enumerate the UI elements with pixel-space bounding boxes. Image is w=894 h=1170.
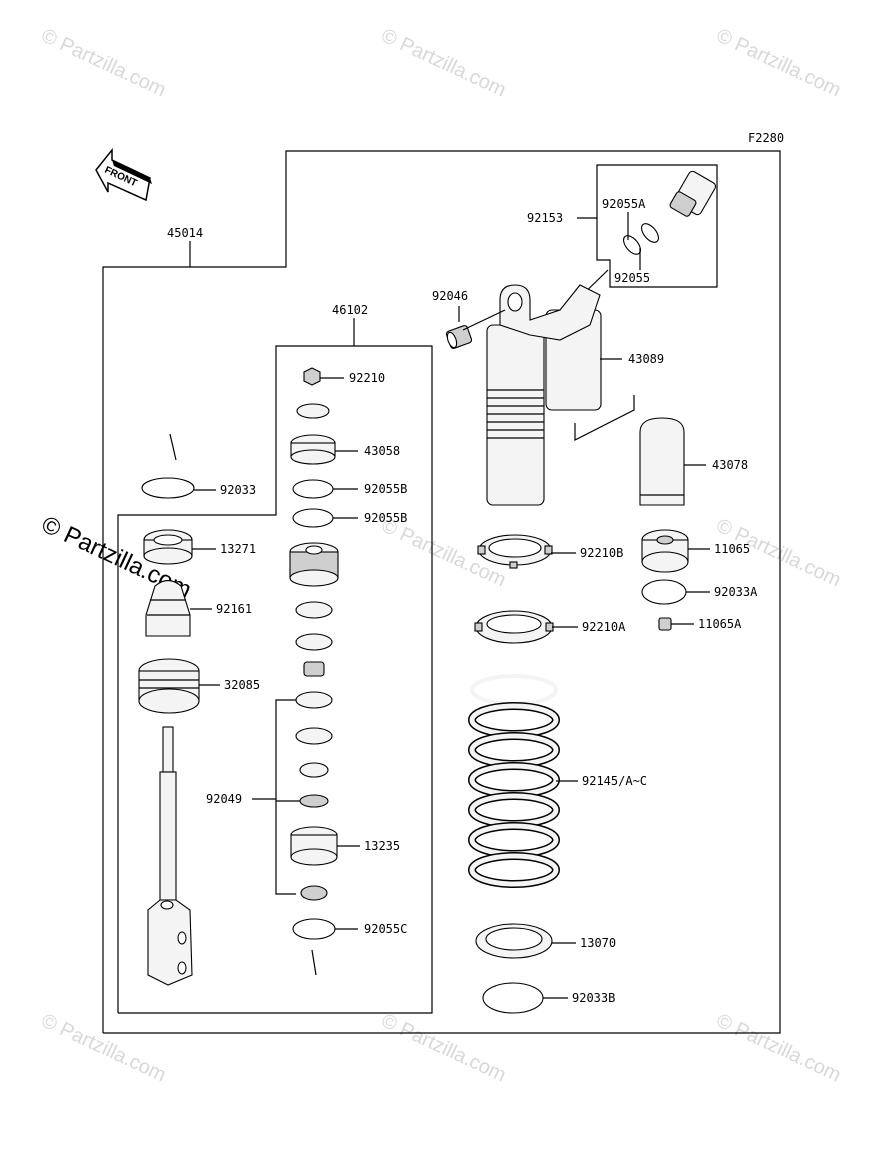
part-label-13070: 13070 (580, 936, 616, 950)
part-label-43089: 43089 (628, 352, 664, 366)
part-label-92046: 92046 (432, 289, 468, 303)
shock-body-43089 (486, 284, 602, 506)
spring-seat-13070 (475, 923, 553, 959)
part-label-32085: 32085 (224, 678, 260, 692)
bushing-92046 (445, 325, 473, 349)
circlip-92033A (641, 579, 687, 605)
collar-43058 (290, 434, 336, 465)
circlip-92033B (482, 982, 544, 1014)
part-label-92153: 92153 (527, 211, 563, 225)
coil-spring-92145 (468, 674, 560, 888)
part-label-92055A: 92055A (602, 197, 646, 211)
cap-11065A (658, 617, 672, 631)
part-label-92055C: 92055C (364, 922, 407, 936)
watermark-text: © Partzilla.com (378, 1010, 509, 1087)
part-label-43058: 43058 (364, 444, 400, 458)
part-label-92033: 92033 (220, 483, 256, 497)
part-label-92210: 92210 (349, 371, 385, 385)
lock-nut-92210A (474, 610, 554, 644)
part-label-43078: 43078 (712, 458, 748, 472)
oring-92055B-1 (292, 479, 334, 499)
part-label-92161: 92161 (216, 602, 252, 616)
valve-group-frame (596, 164, 718, 288)
cover-32085 (138, 658, 200, 714)
reservoir-cap-43078 (639, 417, 685, 506)
part-label-92049: 92049 (206, 792, 242, 806)
part-label-92033A: 92033A (714, 585, 758, 599)
part-label-46102: 46102 (332, 303, 368, 317)
oring-92055 (641, 223, 659, 243)
leader-43078-group (574, 395, 635, 441)
watermark-text: © Partzilla.com (713, 25, 844, 102)
seal-92049-2 (299, 794, 329, 808)
part-label-92055: 92055 (614, 271, 650, 285)
part-label-11065: 11065 (714, 542, 750, 556)
part-label-13235: 13235 (364, 839, 400, 853)
rod-guide-13235 (290, 826, 338, 866)
part-label-11065A: 11065A (698, 617, 742, 631)
bump-rubber-13271 (143, 529, 193, 565)
front-arrow-icon: FRONT (95, 147, 152, 202)
watermark-text: © Partzilla.com (38, 1010, 169, 1087)
watermark-text: © Partzilla.com (378, 25, 509, 102)
nut-92210 (303, 367, 321, 386)
part-label-45014: 45014 (167, 226, 203, 240)
watermark-text: © Partzilla.com (38, 25, 169, 102)
part-label-92033B: 92033B (572, 991, 615, 1005)
part-label-92210A: 92210A (582, 620, 626, 634)
part-label-92145: 92145/A~C (582, 774, 647, 788)
bump-stopper-92161 (145, 579, 191, 637)
oring-92055B-2 (292, 508, 334, 528)
part-label-13271: 13271 (220, 542, 256, 556)
watermark-text: © Partzilla.com (713, 1010, 844, 1087)
part-label-92055B-2: 92055B (364, 511, 407, 525)
shim-part (295, 633, 333, 651)
oring-92055C (292, 918, 336, 940)
bump-stop-11065 (641, 529, 689, 573)
assembly-frame-46102 (117, 345, 433, 1014)
piston-part (289, 542, 339, 587)
part-label-92055B-1: 92055B (364, 482, 407, 496)
small-nut-part (303, 661, 325, 677)
oring-92055A (623, 235, 641, 255)
assembly-frame-45014 (102, 150, 781, 1034)
part-label-92210B: 92210B (580, 546, 623, 560)
valve-part (669, 170, 717, 217)
seal-92049-1 (295, 691, 333, 709)
lock-nut-92210B (477, 534, 553, 569)
washer-part (296, 403, 330, 419)
seal-part (295, 727, 333, 745)
piston-rod-assembly (147, 726, 193, 986)
seal-part (300, 885, 328, 901)
diagram-code: F2280 (748, 131, 784, 145)
shim-part (295, 601, 333, 619)
circlip-92033 (141, 477, 195, 499)
seal-part (299, 762, 329, 778)
